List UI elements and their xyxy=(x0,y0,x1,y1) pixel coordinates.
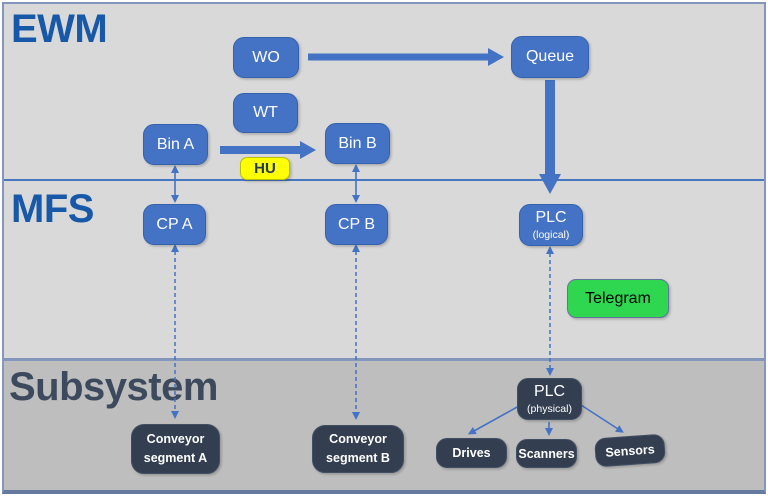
mfs-subsystem-divider xyxy=(2,358,766,361)
node-bin-a: Bin A xyxy=(143,124,208,165)
node-conveyor-b-line2: segment B xyxy=(326,451,390,465)
node-plc-physical-label: PLC xyxy=(533,383,566,401)
node-sensors: Sensors xyxy=(594,433,666,468)
node-scanners-label: Scanners xyxy=(518,446,575,461)
section-label-ewm: EWM xyxy=(11,7,108,51)
node-plc-logical: PLC (logical) xyxy=(519,204,583,246)
node-queue-label: Queue xyxy=(525,48,575,65)
node-hu-label: HU xyxy=(254,160,276,177)
node-cp-a: CP A xyxy=(143,204,206,245)
node-telegram: Telegram xyxy=(567,279,669,318)
node-conveyor-segment-b: Conveyor segment B xyxy=(312,425,404,473)
node-drives-label: Drives xyxy=(452,446,491,460)
node-bin-b: Bin B xyxy=(325,123,390,164)
node-plc-physical: PLC (physical) xyxy=(517,378,582,420)
node-conveyor-a-line1: Conveyor xyxy=(146,432,205,447)
node-drives: Drives xyxy=(436,438,507,468)
node-wo-label: WO xyxy=(252,48,280,66)
node-wt: WT xyxy=(233,93,298,133)
section-label-mfs: MFS xyxy=(11,187,94,231)
node-queue: Queue xyxy=(511,36,589,78)
node-bin-b-label: Bin B xyxy=(338,134,377,152)
node-cp-a-label: CP A xyxy=(156,215,193,233)
node-cp-b: CP B xyxy=(325,204,388,245)
node-scanners: Scanners xyxy=(516,439,577,468)
ewm-mfs-divider xyxy=(2,179,766,181)
node-telegram-label: Telegram xyxy=(585,289,651,307)
node-cp-b-label: CP B xyxy=(337,215,376,233)
node-plc-logical-label: PLC xyxy=(535,209,567,227)
node-conveyor-b-line1: Conveyor xyxy=(329,432,387,447)
node-plc-logical-sublabel: (logical) xyxy=(532,228,570,241)
node-plc-physical-sublabel: (physical) xyxy=(527,402,572,415)
node-hu: HU xyxy=(240,157,290,180)
node-wt-label: WT xyxy=(253,104,278,121)
node-conveyor-segment-a: Conveyor segment A xyxy=(131,424,220,474)
node-conveyor-a-line2: segment A xyxy=(143,451,208,465)
node-sensors-label: Sensors xyxy=(604,441,656,460)
section-label-subsystem: Subsystem xyxy=(9,365,218,409)
node-wo: WO xyxy=(233,37,299,78)
node-bin-a-label: Bin A xyxy=(156,135,195,153)
